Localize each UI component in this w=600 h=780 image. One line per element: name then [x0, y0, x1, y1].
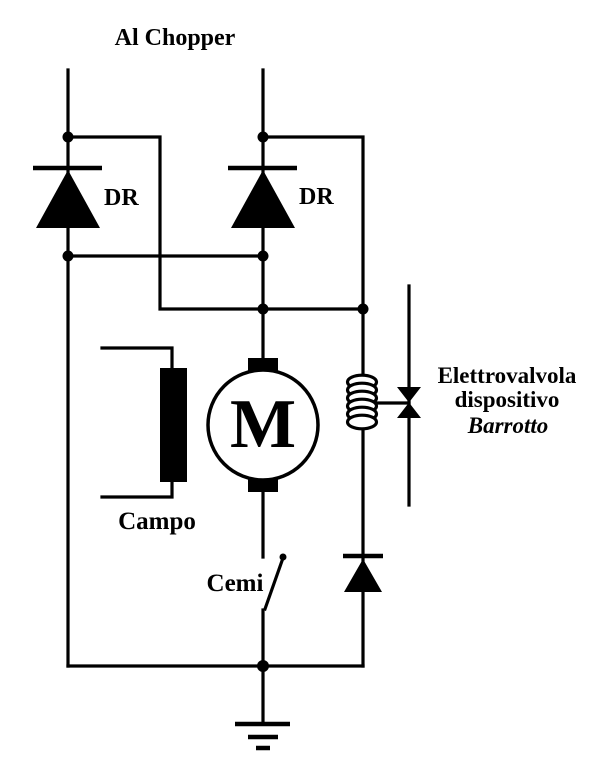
- valve-lower-triangle: [397, 402, 421, 418]
- junction-dot: [257, 303, 269, 315]
- motor-brush-top: [248, 358, 278, 372]
- text-labels: Al Chopper DR DR Campo Cemi Elettrovalvo…: [104, 25, 577, 597]
- diode-left-triangle: [36, 170, 100, 228]
- field-bottom-lead-wire: [100, 480, 174, 499]
- junction-dot: [257, 660, 269, 672]
- junction-dot: [357, 303, 369, 315]
- motor-label: M: [230, 386, 296, 463]
- diode-left-label: DR: [104, 185, 139, 211]
- switch-blade: [262, 555, 286, 612]
- diode-right-triangle: [231, 170, 295, 228]
- coil-ring: [345, 413, 379, 431]
- motor-icon: M: [206, 358, 320, 492]
- title-label: Al Chopper: [115, 25, 236, 51]
- junction-dot: [257, 131, 269, 143]
- junction-dot: [257, 250, 269, 262]
- motor-body-circle: [206, 368, 320, 482]
- switch-icon: [262, 553, 287, 612]
- junction-dots: [62, 131, 369, 672]
- valve-annotation-line3: Barrotto: [467, 413, 549, 438]
- diode-right-label: DR: [299, 184, 334, 210]
- freewheel-diode-icon: [343, 553, 383, 592]
- wires: [66, 68, 411, 724]
- valve-icon: [397, 387, 421, 418]
- valve-annotation-line1: Elettrovalvola: [438, 363, 577, 388]
- field-winding-label: Campo: [118, 508, 196, 535]
- valve-annotation-line2: dispositivo: [455, 387, 560, 412]
- solenoid-coil-icon: [345, 373, 379, 431]
- field-winding-icon: [160, 368, 187, 482]
- ground-icon: [235, 721, 290, 751]
- diode-left-icon: [33, 165, 102, 228]
- freewheel-diode-triangle: [344, 559, 382, 592]
- motor-brush-bottom: [248, 478, 278, 492]
- right-feed-upper-wire: [261, 135, 365, 378]
- crossover-wire: [66, 135, 365, 311]
- junction-dot: [62, 250, 74, 262]
- switch-blade-tip-dot: [279, 553, 287, 561]
- junction-dot: [62, 131, 74, 143]
- field-top-lead-wire: [100, 346, 174, 370]
- diode-right-icon: [228, 165, 297, 228]
- switch-label: Cemi: [207, 570, 264, 597]
- valve-upper-triangle: [397, 387, 421, 403]
